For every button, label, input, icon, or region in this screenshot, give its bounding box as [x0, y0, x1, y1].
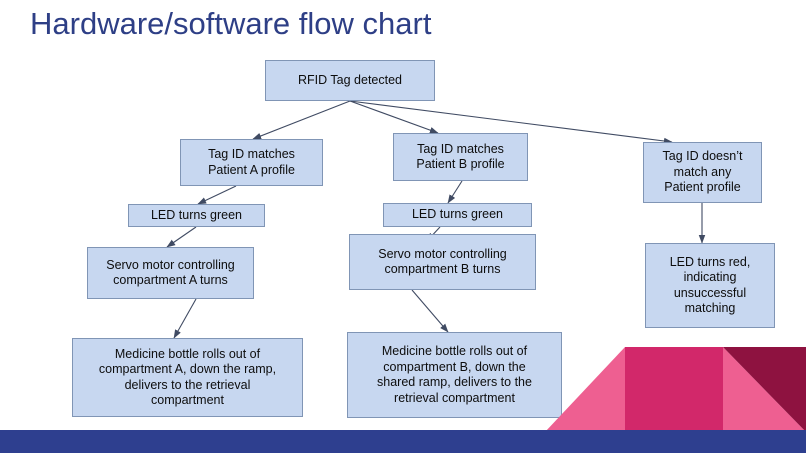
node-tag-no-match[interactable]: Tag ID doesn’t match any Patient profile	[643, 142, 762, 203]
page-title: Hardware/software flow chart	[30, 6, 432, 41]
node-tag-matches-patient-a[interactable]: Tag ID matches Patient A profile	[180, 139, 323, 186]
node-tag-matches-patient-b[interactable]: Tag ID matches Patient B profile	[393, 133, 528, 181]
decor-magenta-block	[625, 347, 723, 432]
decor-dark-maroon-triangle	[723, 347, 806, 432]
node-bottle-compartment-b[interactable]: Medicine bottle rolls out of compartment…	[347, 332, 562, 418]
node-bottle-compartment-a[interactable]: Medicine bottle rolls out of compartment…	[72, 338, 303, 417]
edge-n5-n7	[166, 226, 197, 248]
edge-n8-n11	[411, 289, 449, 333]
node-led-green-a[interactable]: LED turns green	[128, 204, 265, 227]
node-rfid-tag-detected[interactable]: RFID Tag detected	[265, 60, 435, 101]
edge-n7-n10	[173, 298, 197, 339]
node-servo-compartment-a[interactable]: Servo motor controlling compartment A tu…	[87, 247, 254, 299]
node-led-green-b[interactable]: LED turns green	[383, 203, 532, 227]
edge-n2-n5	[197, 185, 237, 205]
decorative-corner-graphic	[545, 335, 806, 432]
edge-n1-n2	[252, 100, 351, 140]
node-servo-compartment-b[interactable]: Servo motor controlling compartment B tu…	[349, 234, 536, 290]
footer-bar	[0, 430, 806, 453]
node-led-red-unsuccessful[interactable]: LED turns red, indicating unsuccessful m…	[645, 243, 775, 328]
edge-n3-n6	[447, 180, 463, 204]
decor-pink-triangle-right	[723, 347, 806, 432]
edge-n1-n3	[349, 100, 439, 134]
